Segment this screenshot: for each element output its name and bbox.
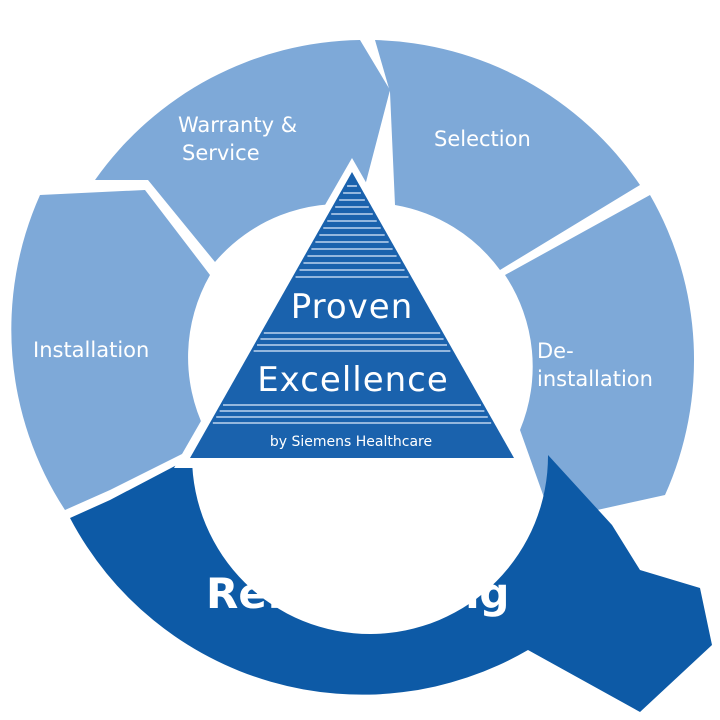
- label-selection: Selection: [434, 127, 531, 151]
- pyramid-text-excellence: Excellence: [257, 360, 449, 400]
- label-warranty-line2: Service: [182, 141, 260, 165]
- segment-selection: [375, 40, 640, 270]
- segment-deinstallation: [505, 195, 695, 520]
- pyramid-text-byline: by Siemens Healthcare: [270, 434, 432, 450]
- label-deinstallation-line2: installation: [537, 367, 653, 391]
- label-deinstallation-line1: De-: [537, 339, 574, 363]
- proven-excellence-pyramid: [174, 158, 530, 468]
- pyramid-stripes: [212, 185, 492, 424]
- label-refurbishing: Refurbishing: [206, 569, 509, 618]
- pyramid-text-proven: Proven: [291, 287, 414, 327]
- segment-installation: [11, 190, 210, 510]
- label-installation: Installation: [33, 338, 149, 362]
- label-warranty-line1: Warranty &: [178, 113, 297, 137]
- segment-refurbishing: [70, 455, 712, 712]
- pyramid-body: [190, 172, 514, 458]
- segment-warranty-service: [95, 40, 390, 262]
